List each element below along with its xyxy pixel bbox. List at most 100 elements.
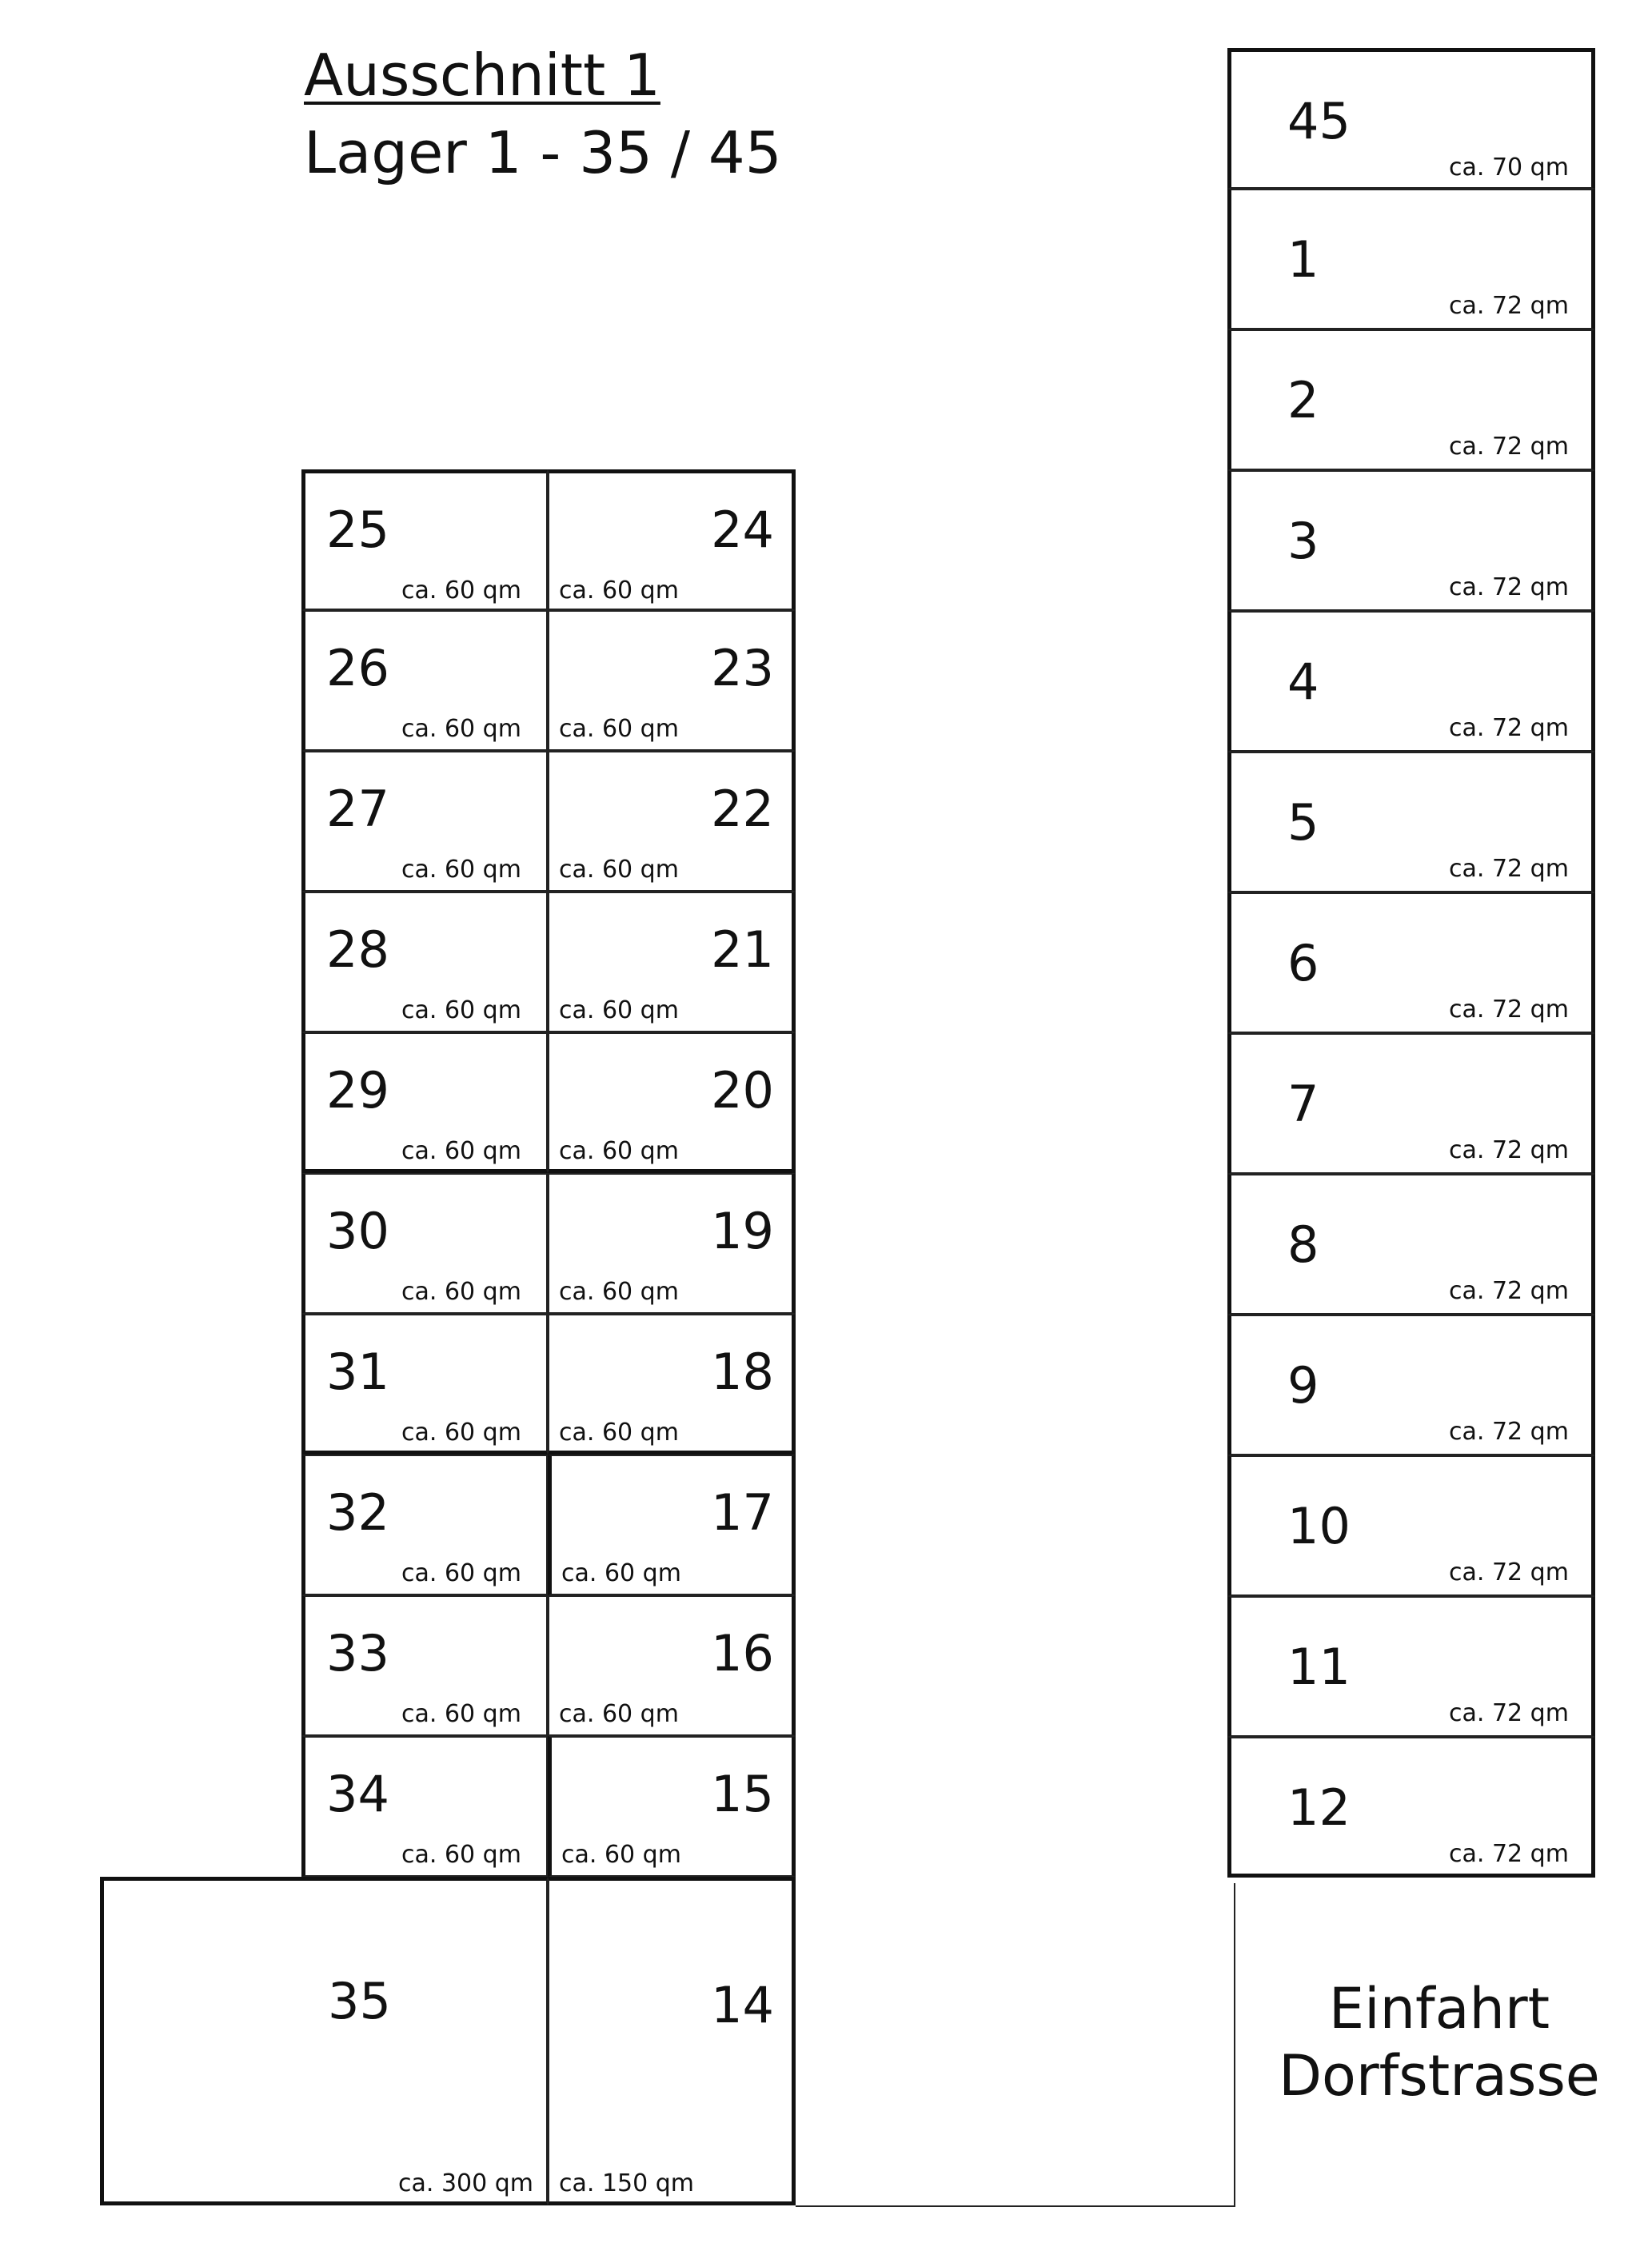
storage-unit-31: 31 ca. 60 qm bbox=[301, 1314, 548, 1455]
unit-area: ca. 60 qm bbox=[559, 1419, 679, 1447]
unit-area: ca. 60 qm bbox=[561, 1559, 681, 1587]
unit-number: 23 bbox=[711, 639, 774, 697]
unit-number: 4 bbox=[1287, 653, 1319, 711]
storage-unit-10: 10 ca. 72 qm bbox=[1227, 1455, 1595, 1596]
unit-area: ca. 72 qm bbox=[1449, 714, 1569, 742]
unit-area: ca. 60 qm bbox=[561, 1841, 681, 1869]
storage-unit-9: 9 ca. 72 qm bbox=[1227, 1315, 1595, 1455]
storage-unit-14: 14 ca. 150 qm bbox=[548, 1877, 796, 2205]
unit-area: ca. 72 qm bbox=[1449, 433, 1569, 461]
plan-subtitle: Lager 1 - 35 / 45 bbox=[304, 119, 782, 186]
unit-number: 27 bbox=[326, 780, 389, 838]
unit-area: ca. 300 qm bbox=[398, 2169, 534, 2197]
unit-number: 33 bbox=[326, 1624, 389, 1682]
entrance-label: Einfahrt Dorfstrasse bbox=[1263, 1975, 1615, 2109]
unit-number: 20 bbox=[711, 1061, 774, 1120]
entrance-line-1: Einfahrt bbox=[1328, 1976, 1550, 2041]
unit-area: ca. 60 qm bbox=[401, 1137, 521, 1165]
unit-number: 29 bbox=[326, 1061, 389, 1120]
yard-right-line bbox=[1234, 1883, 1235, 2207]
storage-unit-15: 15 ca. 60 qm bbox=[548, 1736, 796, 1877]
storage-unit-2: 2 ca. 72 qm bbox=[1227, 329, 1595, 470]
unit-area: ca. 72 qm bbox=[1449, 1840, 1569, 1868]
unit-area: ca. 60 qm bbox=[401, 996, 521, 1024]
unit-area: ca. 72 qm bbox=[1449, 1277, 1569, 1305]
unit-number: 9 bbox=[1287, 1356, 1319, 1415]
unit-number: 34 bbox=[326, 1765, 389, 1823]
unit-number: 22 bbox=[711, 780, 774, 838]
unit-area: ca. 60 qm bbox=[401, 1559, 521, 1587]
unit-area: ca. 60 qm bbox=[559, 856, 679, 884]
unit-area: ca. 72 qm bbox=[1449, 573, 1569, 601]
unit-number: 14 bbox=[711, 1976, 774, 2034]
unit-area: ca. 150 qm bbox=[559, 2169, 695, 2197]
unit-area: ca. 60 qm bbox=[401, 1700, 521, 1728]
unit-number: 30 bbox=[326, 1202, 389, 1260]
storage-unit-34: 34 ca. 60 qm bbox=[301, 1736, 548, 1877]
unit-area: ca. 72 qm bbox=[1449, 1699, 1569, 1727]
unit-number: 18 bbox=[711, 1343, 774, 1401]
unit-number: 1 bbox=[1287, 230, 1319, 289]
unit-area: ca. 60 qm bbox=[401, 715, 521, 743]
unit-number: 2 bbox=[1287, 371, 1319, 429]
storage-unit-6: 6 ca. 72 qm bbox=[1227, 892, 1595, 1033]
unit-area: ca. 60 qm bbox=[559, 577, 679, 605]
unit-number: 16 bbox=[711, 1624, 774, 1682]
unit-number: 15 bbox=[711, 1765, 774, 1823]
unit-number: 8 bbox=[1287, 1215, 1319, 1274]
unit-area: ca. 60 qm bbox=[559, 1137, 679, 1165]
unit-area: ca. 72 qm bbox=[1449, 292, 1569, 320]
unit-area: ca. 60 qm bbox=[401, 1278, 521, 1306]
unit-number: 6 bbox=[1287, 934, 1319, 992]
unit-area: ca. 60 qm bbox=[401, 856, 521, 884]
unit-area: ca. 72 qm bbox=[1449, 996, 1569, 1024]
unit-number: 10 bbox=[1287, 1497, 1351, 1555]
unit-number: 17 bbox=[711, 1483, 774, 1542]
unit-area: ca. 60 qm bbox=[401, 577, 521, 605]
unit-number: 11 bbox=[1287, 1638, 1351, 1696]
storage-unit-28: 28 ca. 60 qm bbox=[301, 892, 548, 1032]
storage-unit-4: 4 ca. 72 qm bbox=[1227, 611, 1595, 752]
unit-area: ca. 60 qm bbox=[401, 1841, 521, 1869]
plan-title: Ausschnitt 1 bbox=[304, 42, 660, 109]
storage-unit-12: 12 ca. 72 qm bbox=[1227, 1737, 1595, 1878]
unit-number: 12 bbox=[1287, 1778, 1351, 1837]
unit-area: ca. 70 qm bbox=[1449, 154, 1569, 182]
storage-unit-22: 22 ca. 60 qm bbox=[548, 751, 796, 892]
storage-unit-18: 18 ca. 60 qm bbox=[548, 1314, 796, 1455]
unit-area: ca. 60 qm bbox=[401, 1419, 521, 1447]
storage-unit-1: 1 ca. 72 qm bbox=[1227, 189, 1595, 329]
storage-unit-25: 25 ca. 60 qm bbox=[301, 469, 548, 610]
unit-number: 28 bbox=[326, 920, 389, 979]
storage-unit-27: 27 ca. 60 qm bbox=[301, 751, 548, 892]
storage-unit-3: 3 ca. 72 qm bbox=[1227, 470, 1595, 611]
unit-number: 5 bbox=[1287, 793, 1319, 852]
unit-number: 19 bbox=[711, 1202, 774, 1260]
storage-unit-17: 17 ca. 60 qm bbox=[548, 1455, 796, 1595]
storage-unit-20: 20 ca. 60 qm bbox=[548, 1032, 796, 1173]
storage-unit-33: 33 ca. 60 qm bbox=[301, 1595, 548, 1736]
unit-area: ca. 60 qm bbox=[559, 715, 679, 743]
unit-number: 3 bbox=[1287, 512, 1319, 570]
storage-unit-30: 30 ca. 60 qm bbox=[301, 1173, 548, 1314]
unit-number: 31 bbox=[326, 1343, 389, 1401]
storage-unit-8: 8 ca. 72 qm bbox=[1227, 1174, 1595, 1315]
yard-bottom-line bbox=[796, 2205, 1235, 2207]
unit-area: ca. 72 qm bbox=[1449, 855, 1569, 883]
unit-number: 24 bbox=[711, 501, 774, 559]
unit-number: 25 bbox=[326, 501, 389, 559]
entrance-line-2: Dorfstrasse bbox=[1279, 2043, 1600, 2109]
unit-area: ca. 72 qm bbox=[1449, 1559, 1569, 1586]
storage-unit-29: 29 ca. 60 qm bbox=[301, 1032, 548, 1173]
unit-number: 21 bbox=[711, 920, 774, 979]
unit-area: ca. 72 qm bbox=[1449, 1418, 1569, 1446]
storage-unit-11: 11 ca. 72 qm bbox=[1227, 1596, 1595, 1737]
